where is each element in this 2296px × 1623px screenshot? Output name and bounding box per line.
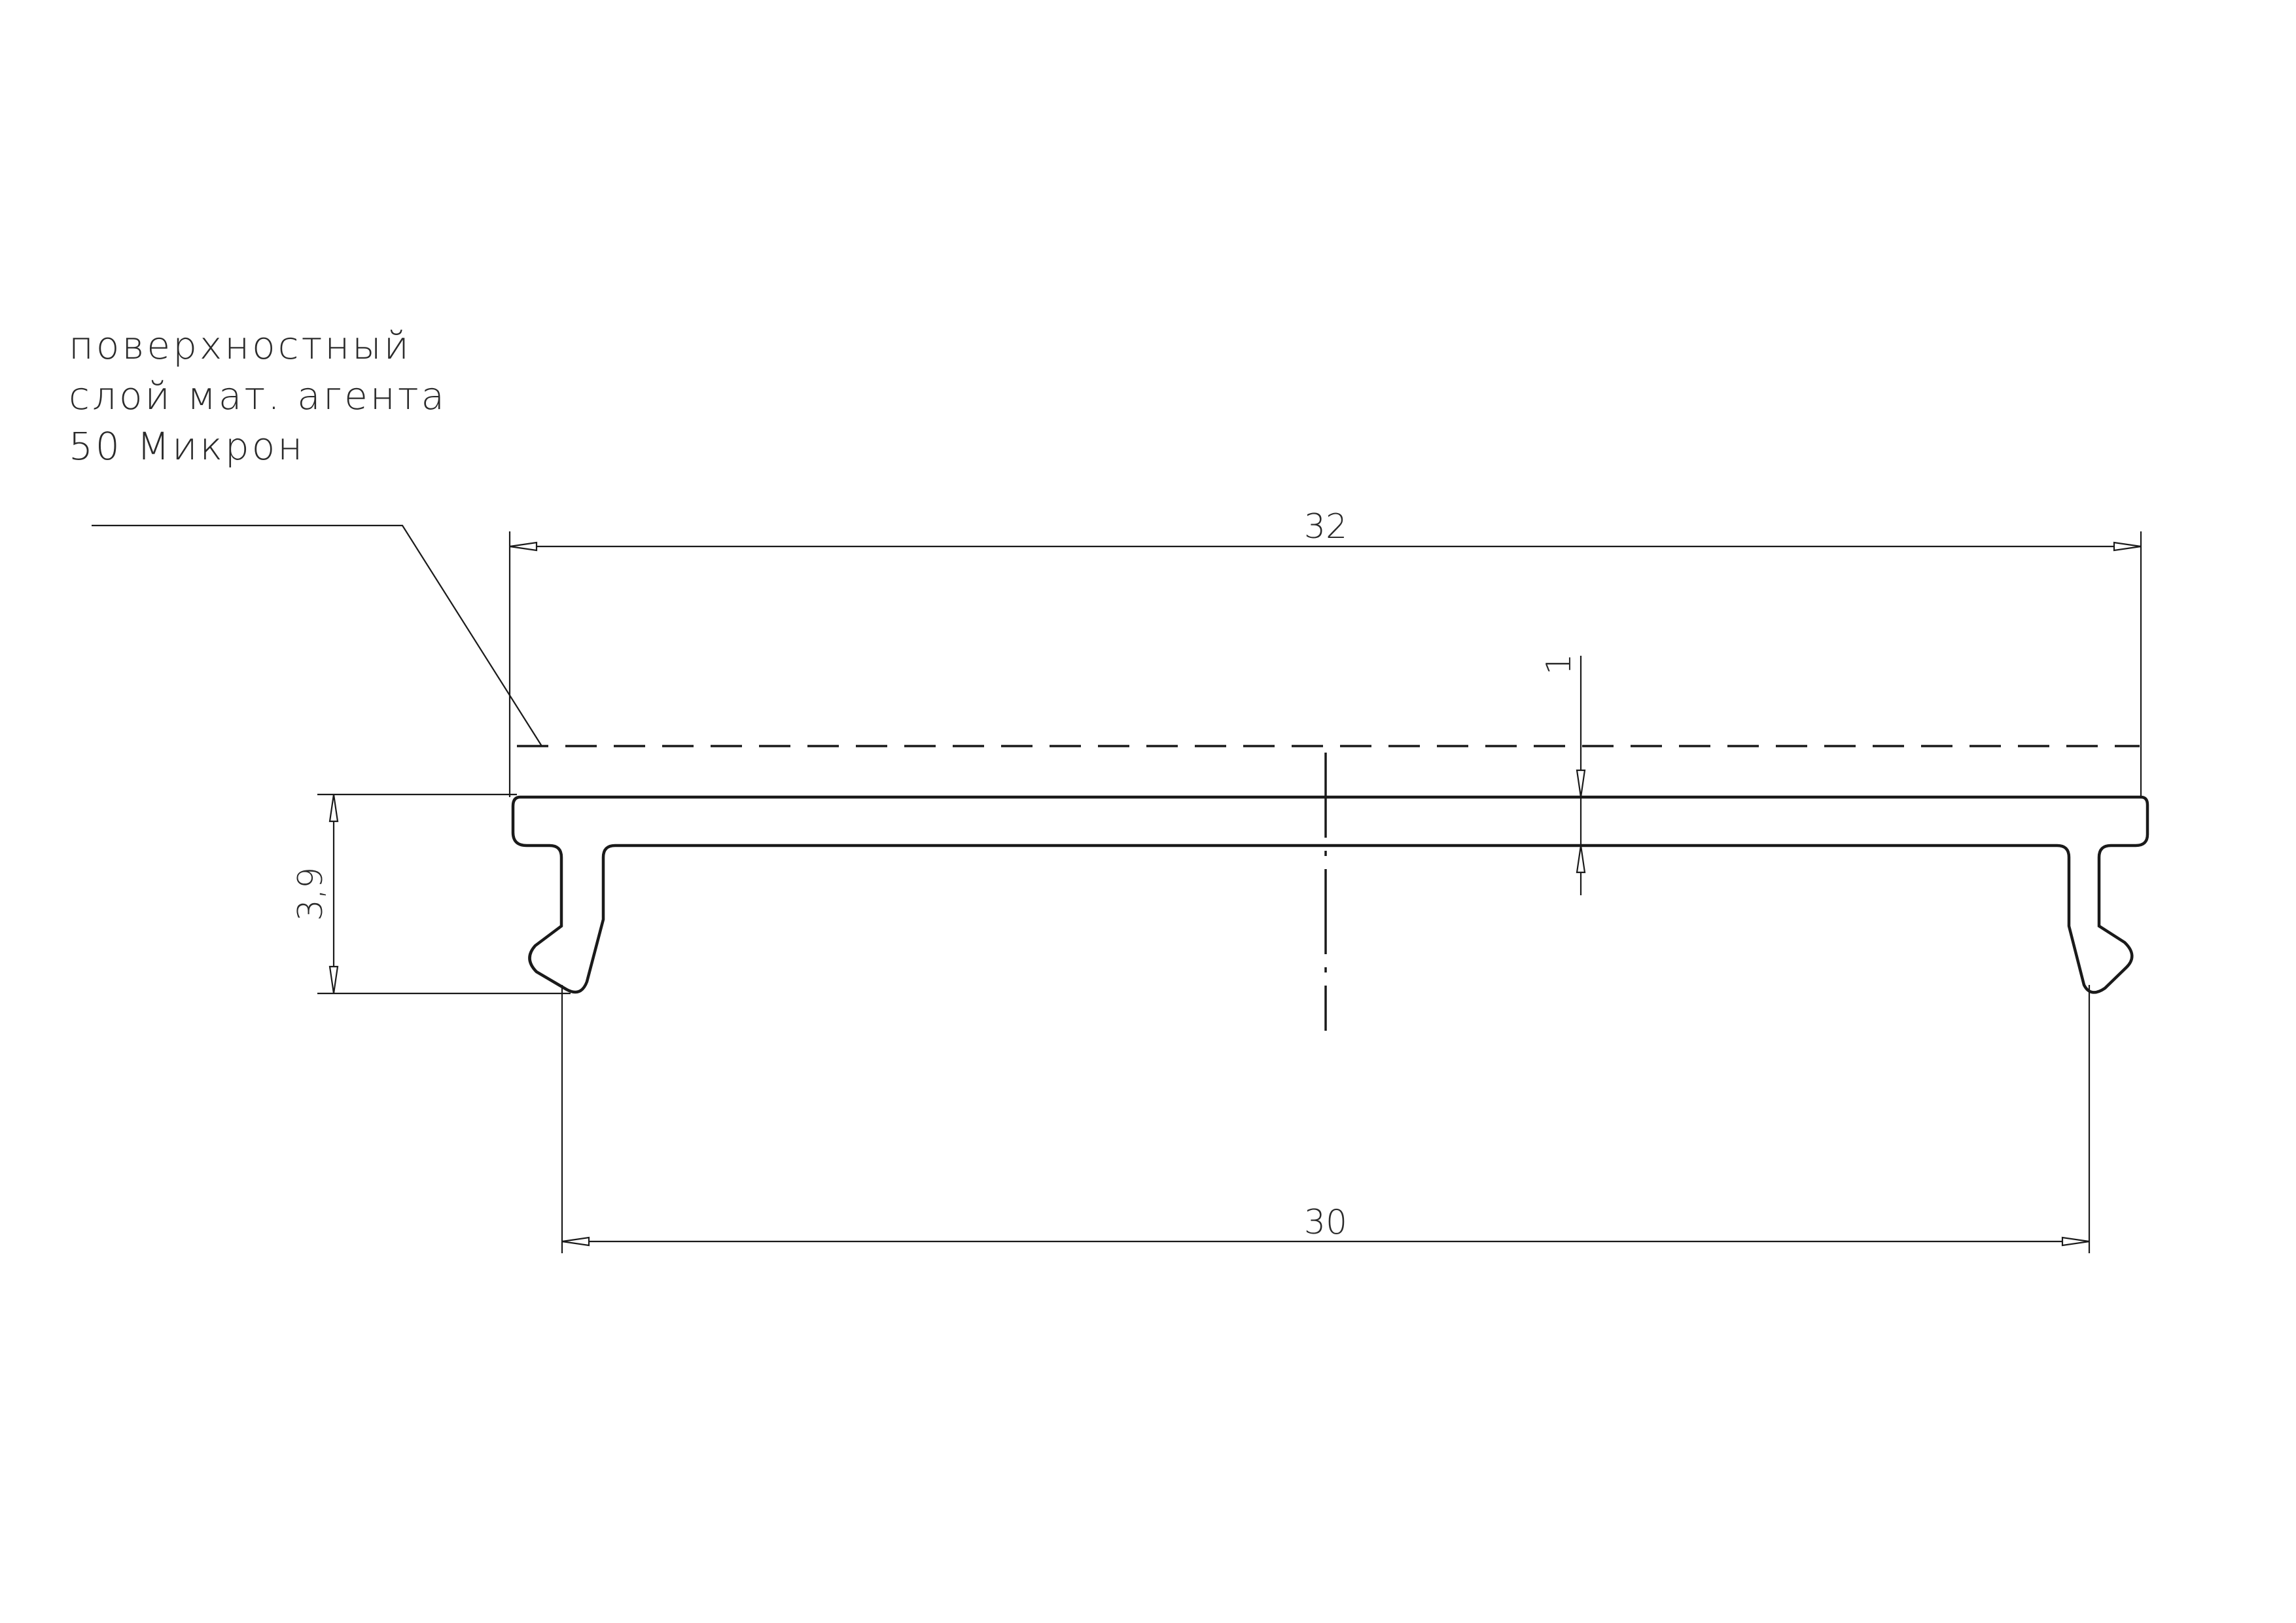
note-line-2: слой мат. агента [69, 374, 447, 418]
arrow-height-top [328, 794, 339, 823]
note-line-1: поверхностный [69, 323, 412, 368]
arrow-inner-right [2061, 1236, 2090, 1247]
arrow-inner-left [561, 1236, 590, 1247]
arrow-overall-right [2113, 541, 2142, 552]
dimension-inner-width: 30 [1304, 1203, 1347, 1242]
arrow-overall-left [509, 541, 538, 552]
profile-outline [511, 795, 2149, 994]
dimension-overall-width: 32 [1304, 507, 1347, 546]
dimension-layer-offset: 1 [1540, 653, 1579, 675]
note-line-3: 50 Микрон [69, 424, 305, 469]
dimension-height: 3,9 [291, 867, 330, 921]
arrow-layer-offset-top [1576, 769, 1586, 798]
note-leader-line [92, 524, 542, 747]
arrow-height-bottom [328, 965, 339, 994]
arrow-layer-offset-bottom [1576, 845, 1586, 874]
